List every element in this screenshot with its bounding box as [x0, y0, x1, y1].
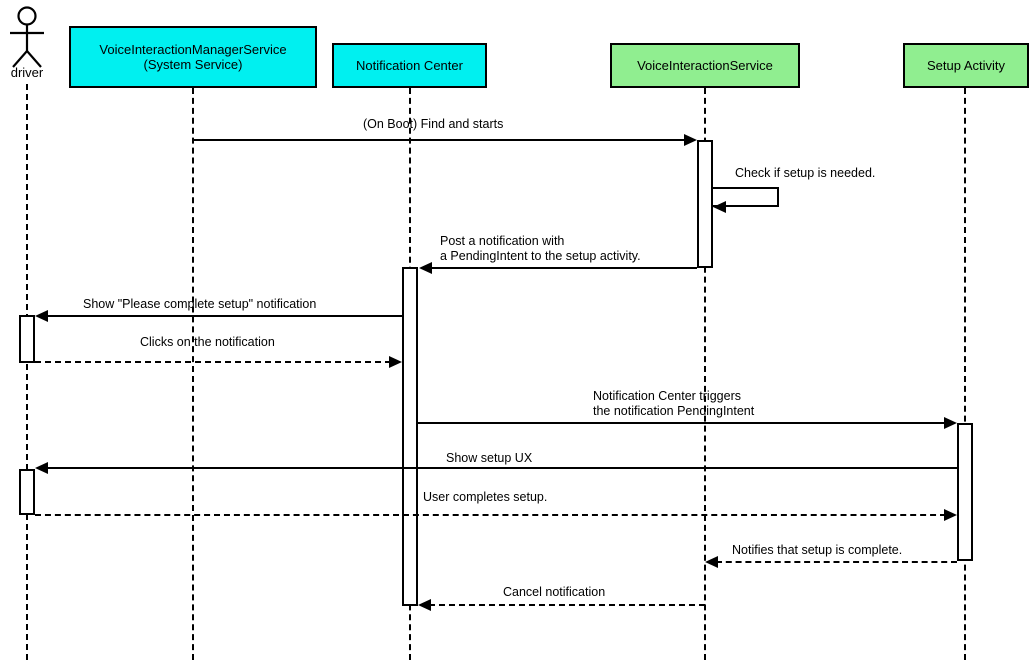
message-3-arrowhead-icon — [419, 262, 432, 274]
lifeline-voiceinteractionmanagerservice — [192, 88, 194, 660]
activation-voiceinteractionservice — [697, 140, 713, 268]
message-6-line — [418, 422, 946, 424]
participant-setup-activity: Setup Activity — [903, 43, 1029, 88]
message-9-label: Notifies that setup is complete. — [732, 543, 903, 557]
message-6-label: Notification Center triggers the notific… — [593, 389, 755, 418]
message-1-line — [193, 139, 690, 141]
participant-label: VoiceInteractionService — [637, 58, 773, 73]
participant-notification-center: Notification Center — [332, 43, 487, 88]
participant-label: VoiceInteractionManagerService (System S… — [99, 42, 287, 72]
message-9-arrowhead-icon — [705, 556, 718, 568]
message-8-line — [35, 514, 946, 516]
message-8-label: User completes setup. — [423, 490, 548, 504]
message-6-arrowhead-icon — [944, 417, 957, 429]
activation-notification-center — [402, 267, 418, 606]
actor-icon — [10, 6, 44, 68]
message-10-line — [429, 604, 705, 606]
message-4-label: Show "Please complete setup" notificatio… — [83, 297, 317, 311]
message-4-line — [46, 315, 402, 317]
message-1-arrowhead-icon — [684, 134, 697, 146]
activation-driver-2 — [19, 469, 35, 515]
message-10-arrowhead-icon — [418, 599, 431, 611]
message-3-label: Post a notification with a PendingIntent… — [440, 234, 641, 263]
message-2-label: Check if setup is needed. — [735, 166, 876, 180]
message-4-arrowhead-icon — [35, 310, 48, 322]
message-7-arrowhead-icon — [35, 462, 48, 474]
lifeline-driver — [26, 84, 28, 660]
message-5-label: Clicks on the notification — [140, 335, 275, 349]
participant-label: Setup Activity — [926, 58, 1006, 73]
message-2-self-loop — [713, 187, 779, 207]
message-3-line — [430, 267, 697, 269]
message-2-arrowhead-icon — [713, 201, 726, 213]
actor-label: driver — [10, 65, 44, 80]
lifeline-setup-activity — [964, 88, 966, 660]
participant-voiceinteractionmanagerservice: VoiceInteractionManagerService (System S… — [69, 26, 317, 88]
participant-voiceinteractionservice: VoiceInteractionService — [610, 43, 800, 88]
message-1-label: (On Boot) Find and starts — [363, 117, 504, 131]
lifeline-voiceinteractionservice — [704, 88, 706, 660]
activation-driver-1 — [19, 315, 35, 363]
message-9-line — [716, 561, 957, 563]
message-5-line — [35, 361, 391, 363]
activation-setup-activity — [957, 423, 973, 561]
participant-label: Notification Center — [356, 58, 463, 73]
message-8-arrowhead-icon — [944, 509, 957, 521]
message-10-label: Cancel notification — [503, 585, 606, 599]
message-5-arrowhead-icon — [389, 356, 402, 368]
message-7-line — [46, 467, 957, 469]
message-7-label: Show setup UX — [446, 451, 533, 465]
